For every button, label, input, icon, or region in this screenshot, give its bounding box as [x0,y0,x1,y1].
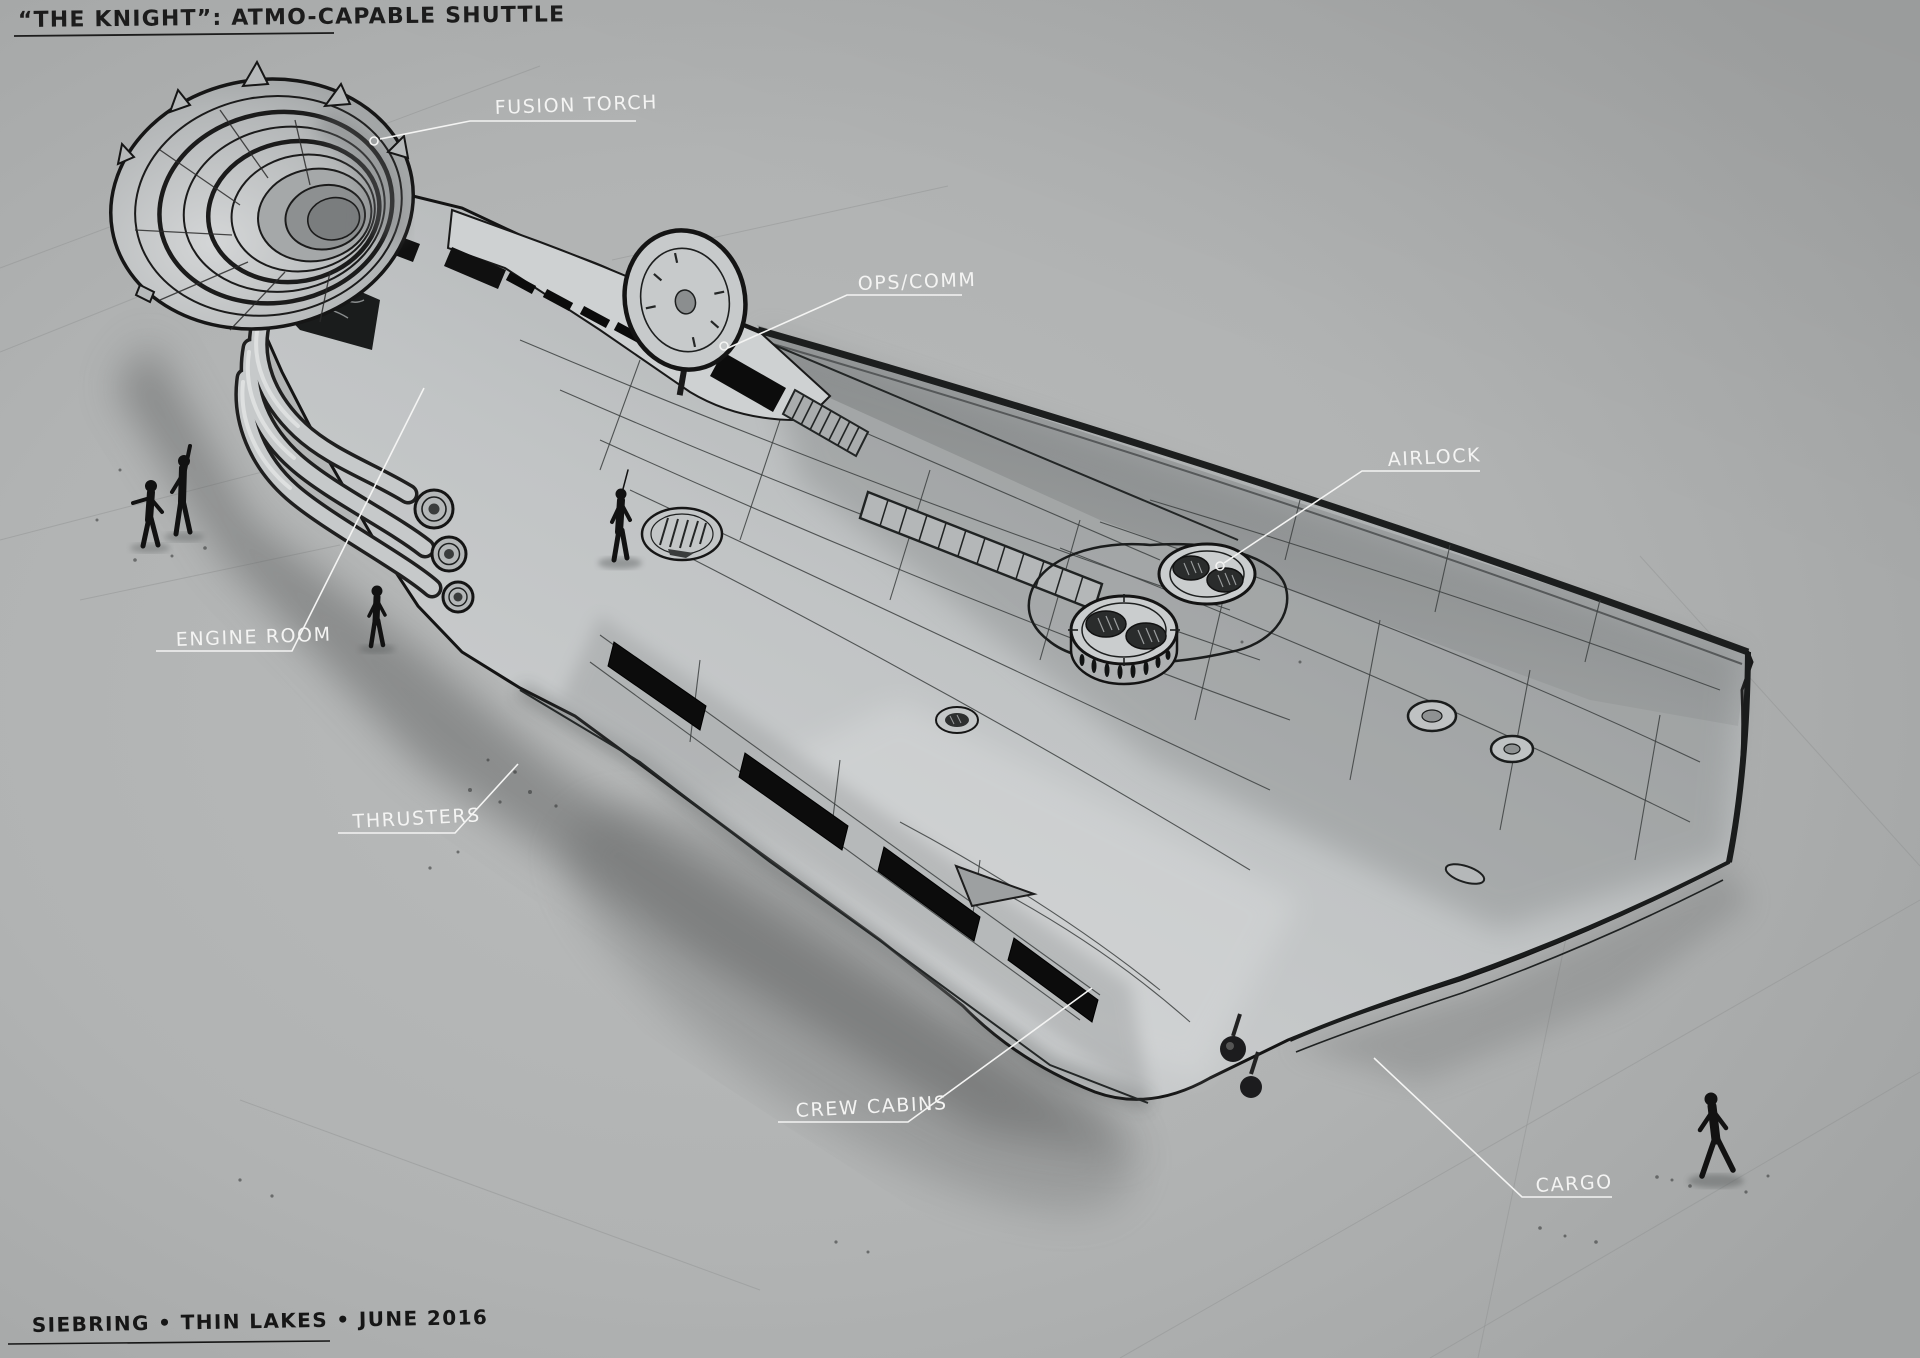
panel-lines [519,333,1721,1023]
cockpit-window-slits [505,272,645,344]
signature-block: SIEBRING • THIN LAKES • JUNE 2016 [7,1305,489,1345]
dish-ticks [645,252,725,348]
hull-vent-oval [1444,863,1486,885]
airlock-hatch-large [1068,594,1180,686]
wing-trailing-edge [1289,860,1730,1042]
label-fusion-torch: FUSION TORCH [494,91,658,119]
title-underline [13,32,335,37]
wing-leading-edge [757,326,1750,656]
label-thrusters: THRUSTERS [351,804,481,833]
hatch-door-hatching-2 [1183,560,1237,588]
figure-pointing [131,480,164,549]
label-airlock: AIRLOCK [1387,444,1482,471]
comm-dish [622,228,748,396]
callout-endpoint [1215,561,1225,571]
small-deck-hatch [935,706,979,734]
hatch-door-hatching [1097,615,1160,645]
label-ops-comm: OPS/COMM [857,269,976,295]
title-block: “THE KNIGHT”: ATMO-CAPABLE SHUTTLE [13,2,566,37]
figure-on-deck [610,469,632,563]
wing-shading [760,330,1740,930]
hull [256,184,1754,1111]
thruster-nozzles [413,488,475,614]
artist-signature: SIEBRING • THIN LAKES • JUNE 2016 [32,1305,489,1337]
hatch-platform [1027,542,1289,665]
wing-trailing-edge-underside [1295,879,1724,1053]
spine-grille [781,388,870,458]
callout-engine-room: ENGINE ROOM [156,387,425,652]
artwork-title: “THE KNIGHT”: ATMO-CAPABLE SHUTTLE [18,2,566,33]
label-engine-room: ENGINE ROOM [175,624,332,651]
callout-airlock: AIRLOCK [1215,444,1482,571]
callout-cargo: CARGO [1373,1057,1613,1198]
callout-endpoint [719,341,729,351]
callout-ops-comm: OPS/COMM [719,269,977,351]
nose-marker-triangle [954,864,1038,908]
port-bottom-shadow [515,683,1151,1111]
ops-vent [710,352,786,412]
callout-thrusters: THRUSTERS [338,763,519,834]
signature-underline [7,1340,331,1345]
callout-labels: FUSION TORCH OPS/COMM AIRLOCK ENGINE ROO… [156,91,1613,1198]
wing-leading-shade [757,325,1748,726]
engine-room-section [234,262,475,614]
landing-feet [1220,1013,1262,1098]
wing-ports [1406,699,1535,764]
label-cargo: CARGO [1535,1171,1613,1197]
callout-fusion-torch: FUSION TORCH [369,91,658,146]
bell-inner-shadow [312,110,406,240]
figure-waving [170,444,193,537]
callout-endpoint [369,136,379,146]
hatch-cross-ticks [1068,594,1180,666]
wing-right-edge [1726,651,1751,863]
fusion-torch-engine-bell [109,59,415,331]
figure-walking [1697,1092,1736,1179]
bell-rim-fins [116,59,410,304]
rear-window-2 [444,247,506,289]
engine-pipes [234,307,443,599]
hatch-side-slits [1079,650,1171,679]
deck-hatch [640,506,724,562]
deck-details [640,506,1535,1098]
bell-facet-lines [134,109,331,331]
airlock-hatch-small [1157,542,1257,606]
wing-leading-edge-inner [765,341,1743,665]
airlock-area [1027,542,1289,686]
port-wall-shading [560,615,1150,1100]
ground-shadow [115,340,1748,1213]
human-figures [130,444,1744,1188]
dust-specks [95,468,1770,1254]
figure-near-thrusters [367,585,387,649]
